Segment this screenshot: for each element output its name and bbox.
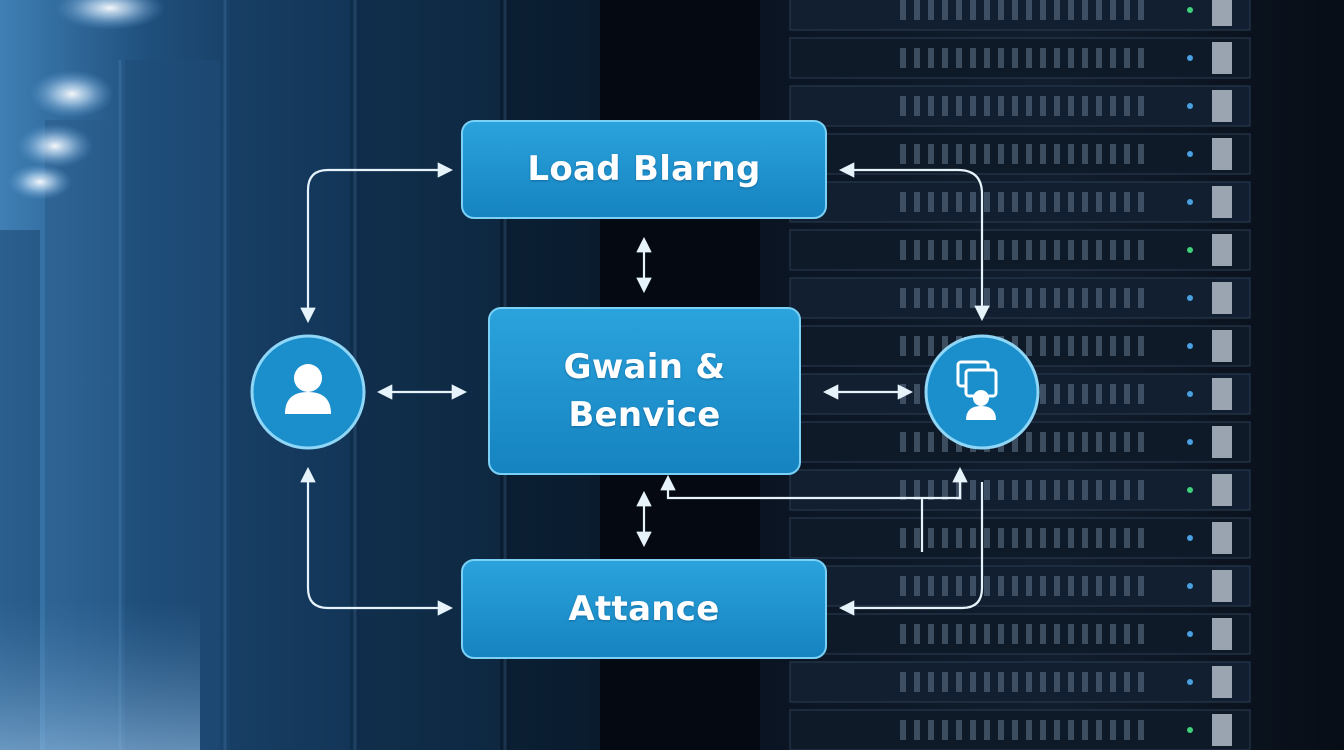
rack-unit (789, 0, 1251, 31)
rack-unit (789, 133, 1251, 175)
rack-unit (789, 85, 1251, 127)
rack-unit (789, 229, 1251, 271)
server-operator-icon (956, 360, 998, 420)
node-gateway-service (488, 307, 801, 475)
rack-unit (789, 181, 1251, 223)
connector-user-to-attance (300, 466, 454, 616)
node-load-balancing (461, 120, 827, 219)
node-user (250, 334, 366, 450)
rack-unit (789, 37, 1251, 79)
connector-server-to-gateway (660, 466, 968, 500)
connector-load-to-server (838, 162, 990, 322)
rack-unit (789, 709, 1251, 750)
connector-server-to-attance (838, 482, 984, 616)
node-attance (461, 559, 827, 659)
rack-unit (789, 469, 1251, 511)
rack-unit (789, 277, 1251, 319)
rack-unit (789, 565, 1251, 607)
user-icon (285, 364, 331, 414)
connectors (300, 162, 990, 616)
node-server (924, 334, 1040, 450)
rack-unit (789, 661, 1251, 703)
rack-unit (789, 517, 1251, 559)
rack-unit (789, 613, 1251, 655)
connector-user-to-load (300, 162, 454, 324)
